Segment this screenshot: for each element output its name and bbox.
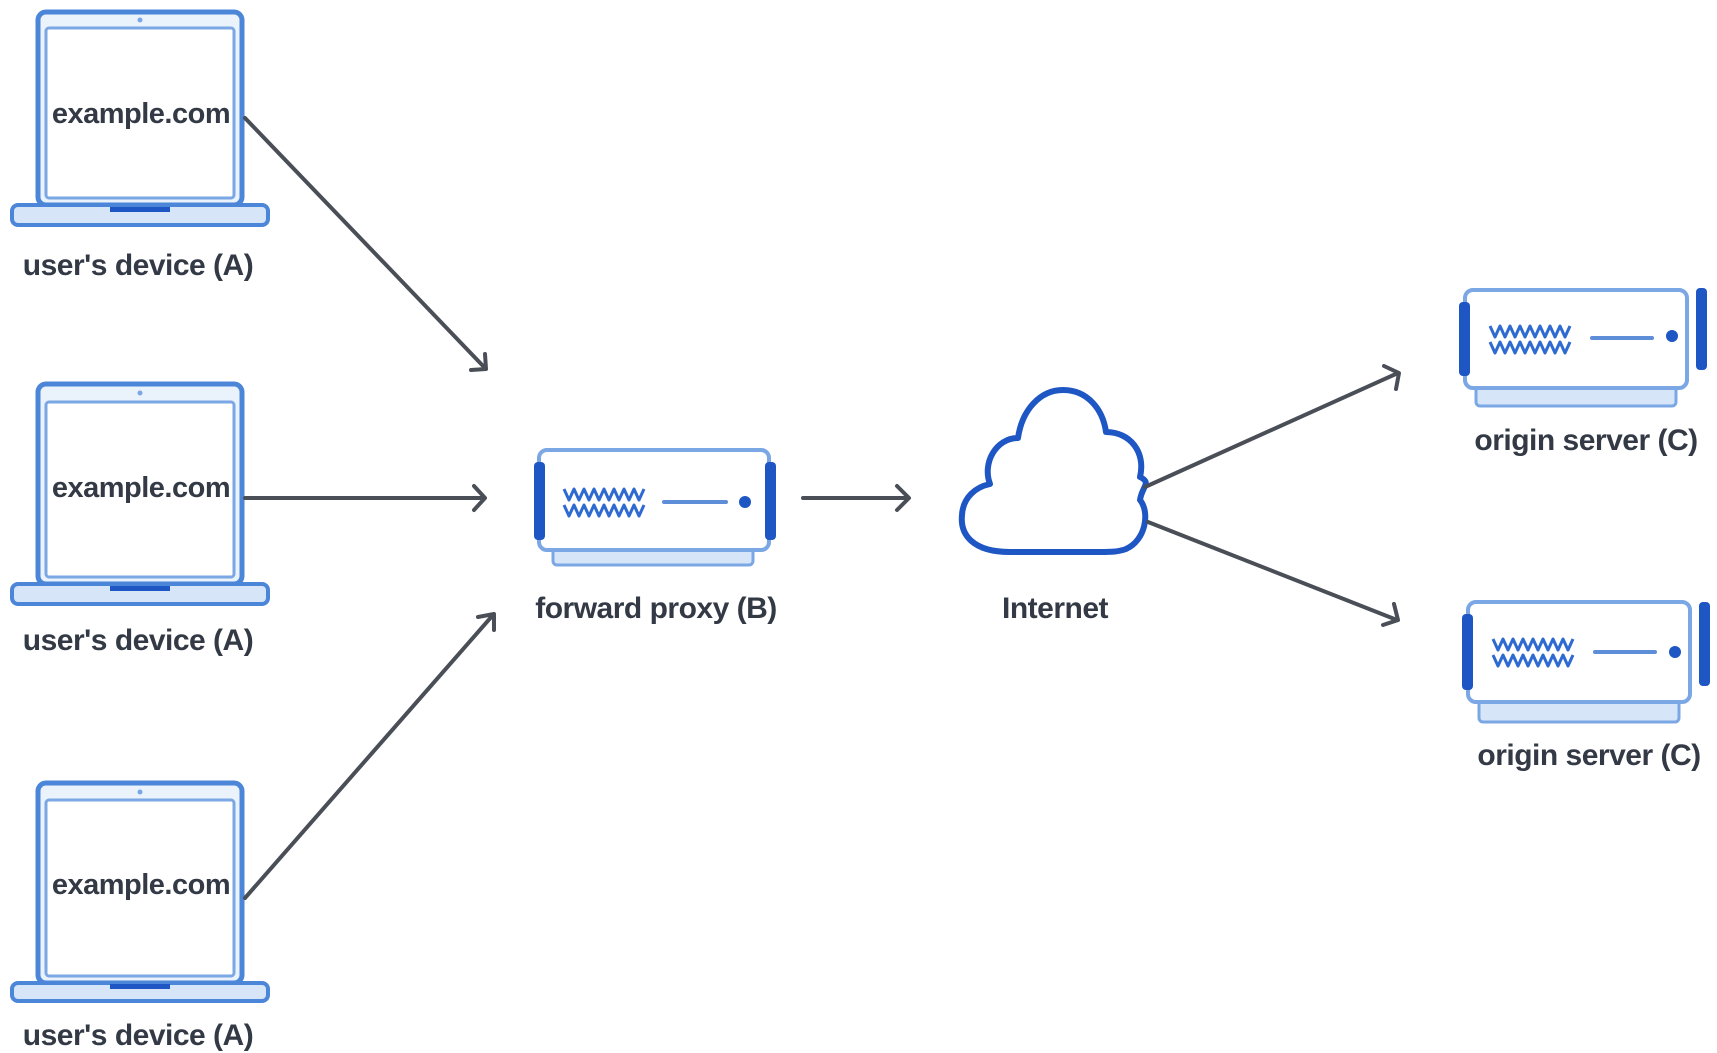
arrow-proxy-to-internet <box>801 484 911 512</box>
proxy-label: forward proxy (B) <box>535 592 777 625</box>
user-device-2: example.com user's device (A) <box>10 381 270 657</box>
device-screen-text: example.com <box>52 472 230 504</box>
device-label: user's device (A) <box>23 1019 253 1052</box>
device-label: user's device (A) <box>23 624 253 657</box>
user-device-3: example.com user's device (A) <box>10 780 270 1052</box>
user-device-1: example.com user's device (A) <box>10 9 270 282</box>
forward-proxy-server: forward proxy (B) <box>534 448 777 625</box>
origin-server-1: origin server (C) <box>1459 288 1707 457</box>
internet-label: Internet <box>1002 592 1109 625</box>
server-wave-icon <box>562 487 646 502</box>
device-screen-text: example.com <box>52 869 230 901</box>
arrow-device1-to-proxy <box>243 116 488 372</box>
device-screen-text: example.com <box>52 98 230 130</box>
arrow-device2-to-proxy <box>243 484 487 512</box>
origin-server-label: origin server (C) <box>1477 739 1700 772</box>
origin-server-2: origin server (C) <box>1462 600 1710 772</box>
arrow-internet-to-server2 <box>1146 520 1400 627</box>
arrow-device3-to-proxy <box>243 612 496 900</box>
arrow-internet-to-server1 <box>1143 364 1401 489</box>
origin-server-label: origin server (C) <box>1474 424 1697 457</box>
server-wave-icon <box>1488 324 1572 339</box>
server-wave-icon <box>1491 637 1575 652</box>
internet-cloud-icon: Internet <box>958 387 1149 625</box>
device-label: user's device (A) <box>23 249 253 282</box>
